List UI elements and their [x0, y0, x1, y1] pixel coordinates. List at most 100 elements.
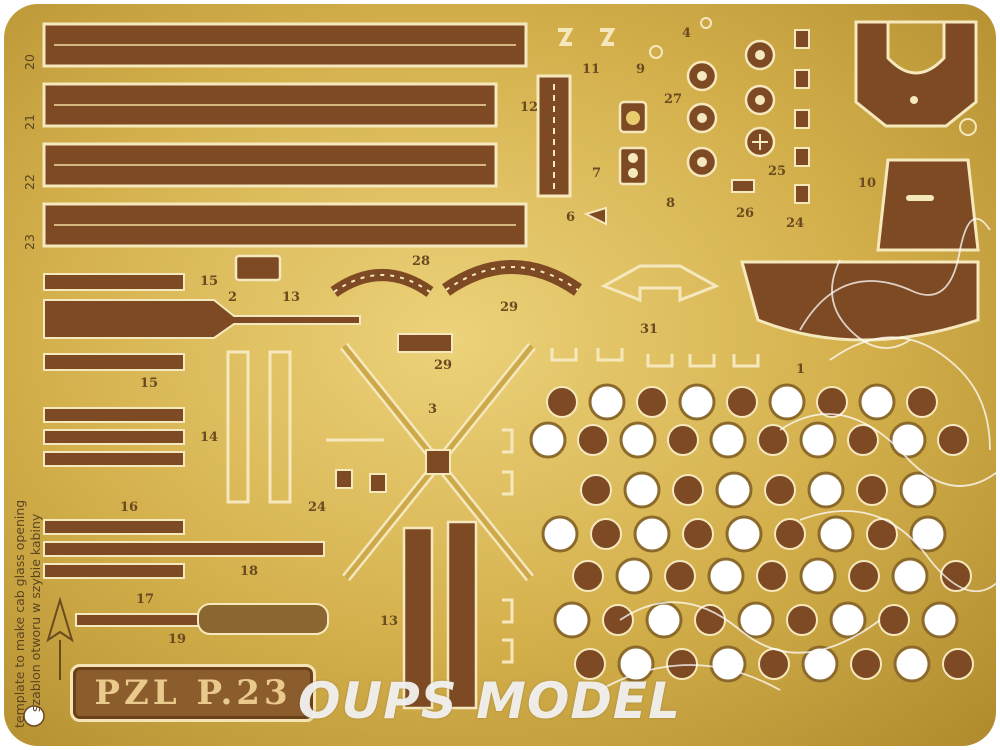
- u-shaped-part: [854, 20, 978, 128]
- small-part-d-hole: [626, 111, 640, 125]
- white-disc: [617, 645, 655, 683]
- small-tab: [731, 179, 755, 193]
- part-number-15-lower: 15: [140, 376, 159, 391]
- copper-disc: [574, 648, 606, 680]
- copper-disc: [726, 386, 758, 418]
- part-number-10: 10: [858, 176, 877, 191]
- hook-parts: [794, 29, 810, 204]
- part-number-31: 31: [640, 322, 659, 337]
- copper-disc: [940, 560, 972, 592]
- white-disc: [619, 421, 657, 459]
- part-number-15: 15: [200, 274, 219, 289]
- copper-disc: [664, 560, 696, 592]
- copper-disc: [694, 604, 726, 636]
- copper-disc: [756, 560, 788, 592]
- copper-disc: [848, 560, 880, 592]
- small-z-part: [600, 28, 616, 46]
- white-disc: [553, 601, 591, 639]
- white-disc: [715, 471, 753, 509]
- textured-part: [197, 603, 329, 635]
- washer-small: [700, 17, 712, 29]
- white-disc: [645, 601, 683, 639]
- copper-disc: [602, 604, 634, 636]
- arrow-mark: [46, 596, 74, 680]
- x-brace-center: [425, 449, 451, 475]
- white-disc: [709, 421, 747, 459]
- small-part-dual: [618, 146, 648, 186]
- ladder-left: [402, 526, 434, 710]
- mounting-hole: [23, 705, 45, 727]
- copper-disc: [856, 474, 888, 506]
- part-number-12: 12: [520, 100, 539, 115]
- part-number-20: 20: [22, 54, 37, 70]
- plate-title-text: PZL P.23: [94, 673, 292, 713]
- part-number-17: 17: [136, 592, 155, 607]
- washer-small: [649, 45, 663, 59]
- part-number-13: 13: [282, 290, 301, 305]
- part-number-2: 2: [228, 290, 238, 305]
- part-number-14: 14: [200, 430, 219, 445]
- copper-disc: [906, 386, 938, 418]
- white-disc: [737, 601, 775, 639]
- copper-disc: [682, 518, 714, 550]
- white-disc: [921, 601, 959, 639]
- u-part-hole: [910, 96, 918, 104]
- part-number-22: 22: [22, 174, 37, 190]
- small-z-part: [558, 28, 574, 46]
- copper-disc: [757, 424, 789, 456]
- white-disc: [899, 471, 937, 509]
- part-number-4: 4: [682, 26, 692, 41]
- small-block: [335, 469, 353, 489]
- small-block: [369, 473, 387, 493]
- part-number-3: 3: [428, 402, 438, 417]
- strut-left: [226, 350, 250, 504]
- copper-disc: [786, 604, 818, 636]
- white-disc: [817, 515, 855, 553]
- part-number-8: 8: [666, 196, 676, 211]
- white-disc: [829, 601, 867, 639]
- copper-disc: [850, 648, 882, 680]
- part-number-24-lower: 24: [308, 500, 327, 515]
- hat-part: [600, 264, 720, 303]
- white-disc: [707, 557, 745, 595]
- u-clips: [502, 348, 760, 664]
- part-number-6: 6: [566, 210, 576, 225]
- copper-disc: [672, 474, 704, 506]
- copper-disc: [774, 518, 806, 550]
- copper-disc: [590, 518, 622, 550]
- copper-disc: [666, 648, 698, 680]
- crosshair-dial: [752, 134, 768, 150]
- fan-panel: [740, 260, 980, 342]
- copper-disc: [636, 386, 668, 418]
- part-number-28: 28: [412, 254, 431, 269]
- template-note-en: template to make cab glass opening: [12, 499, 27, 728]
- left-bars: [43, 273, 327, 627]
- part-number-13-lower: 13: [380, 614, 399, 629]
- small-bracket: [583, 206, 607, 226]
- white-disc: [893, 645, 931, 683]
- copper-disc: [847, 424, 879, 456]
- white-disc: [678, 383, 716, 421]
- part-number-11: 11: [582, 62, 601, 77]
- part-number-27: 27: [664, 92, 683, 107]
- copper-disc: [667, 424, 699, 456]
- ring-part: [959, 118, 977, 136]
- panel-slot: [906, 195, 934, 201]
- white-disc: [889, 421, 927, 459]
- white-disc: [615, 557, 653, 595]
- template-note-pl: szablon otworu w szybie kabiny: [28, 513, 43, 712]
- arc-part-29-outline: [445, 266, 579, 291]
- white-disc: [801, 645, 839, 683]
- copper-disc: [758, 648, 790, 680]
- part-number-7: 7: [592, 166, 602, 181]
- white-disc: [909, 515, 947, 553]
- trapezoid-panel: [876, 158, 980, 252]
- copper-disc: [577, 424, 609, 456]
- white-disc: [725, 515, 763, 553]
- long-shaped-part: [43, 299, 361, 339]
- part-number-16: 16: [120, 500, 139, 515]
- white-disc: [633, 515, 671, 553]
- white-disc: [623, 471, 661, 509]
